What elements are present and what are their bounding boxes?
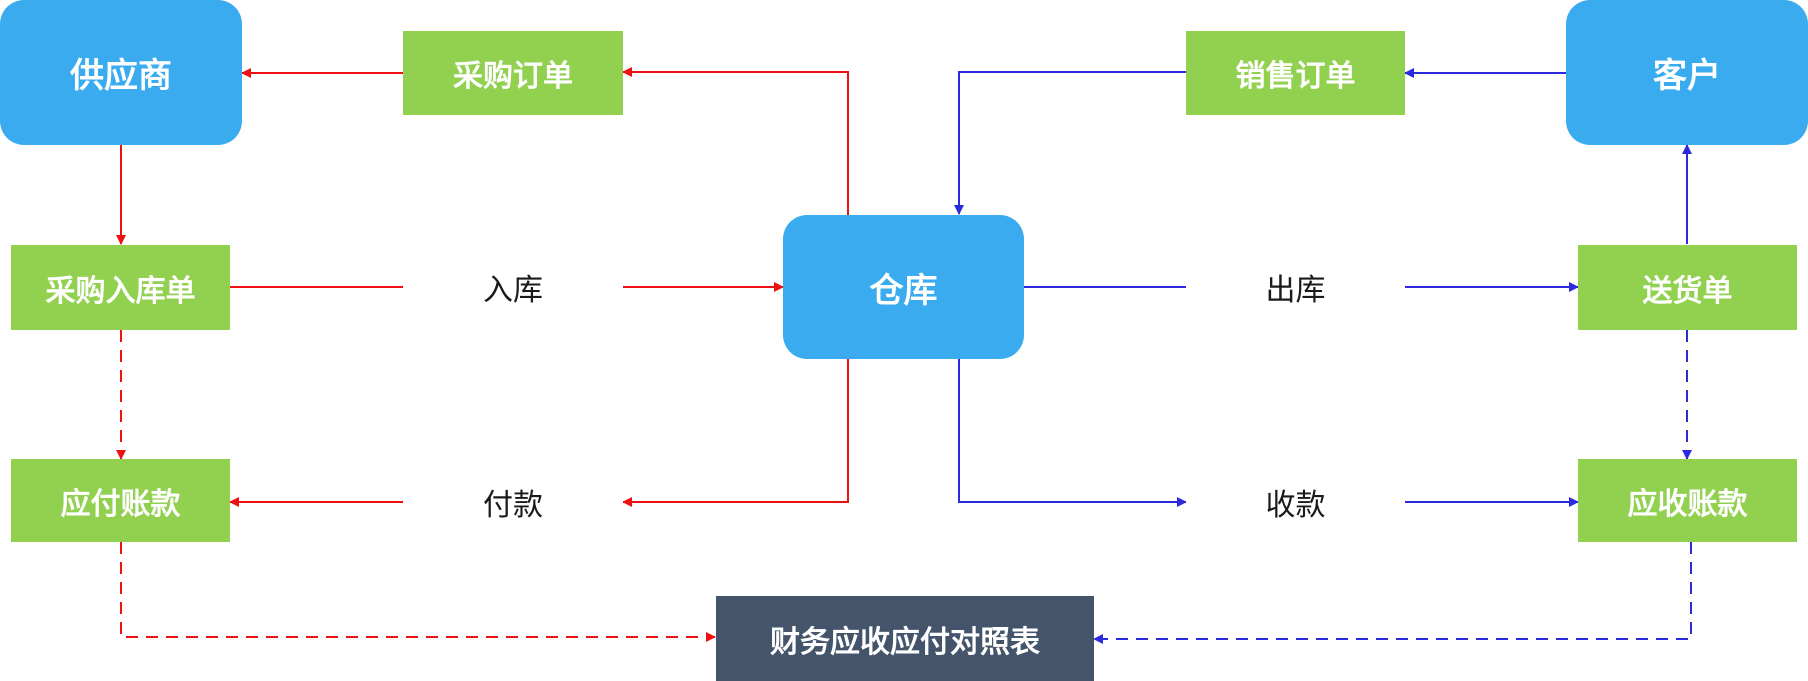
sales-order-node: 销售订单 bbox=[1186, 31, 1405, 115]
edge-sales-order-to-warehouse bbox=[954, 71, 1186, 215]
purchase-order-node: 采购订单 bbox=[403, 31, 623, 115]
stock-out-label: 出库 bbox=[1186, 262, 1405, 312]
purchase-receipt-node: 采购入库单 bbox=[11, 245, 230, 330]
supplier-node: 供应商 bbox=[0, 0, 242, 145]
customer-node: 客户 bbox=[1566, 0, 1808, 145]
warehouse-node: 仓库 bbox=[783, 215, 1024, 359]
reconciliation-report-node: 财务应收应付对照表 bbox=[716, 596, 1094, 681]
edge-receivable-to-reconciliation bbox=[1093, 542, 1692, 644]
collection-label: 收款 bbox=[1186, 477, 1405, 527]
edge-payable-to-reconciliation bbox=[120, 542, 716, 642]
edge-warehouse-to-payment bbox=[622, 359, 849, 507]
edge-warehouse-to-collection bbox=[958, 359, 1187, 507]
accounts-receivable-node: 应收账款 bbox=[1578, 459, 1797, 542]
stock-in-label: 入库 bbox=[403, 262, 623, 312]
delivery-note-node: 送货单 bbox=[1578, 245, 1797, 330]
payment-label: 付款 bbox=[403, 477, 623, 527]
accounts-payable-node: 应付账款 bbox=[11, 459, 230, 542]
edge-warehouse-to-purchase-order bbox=[622, 67, 849, 215]
